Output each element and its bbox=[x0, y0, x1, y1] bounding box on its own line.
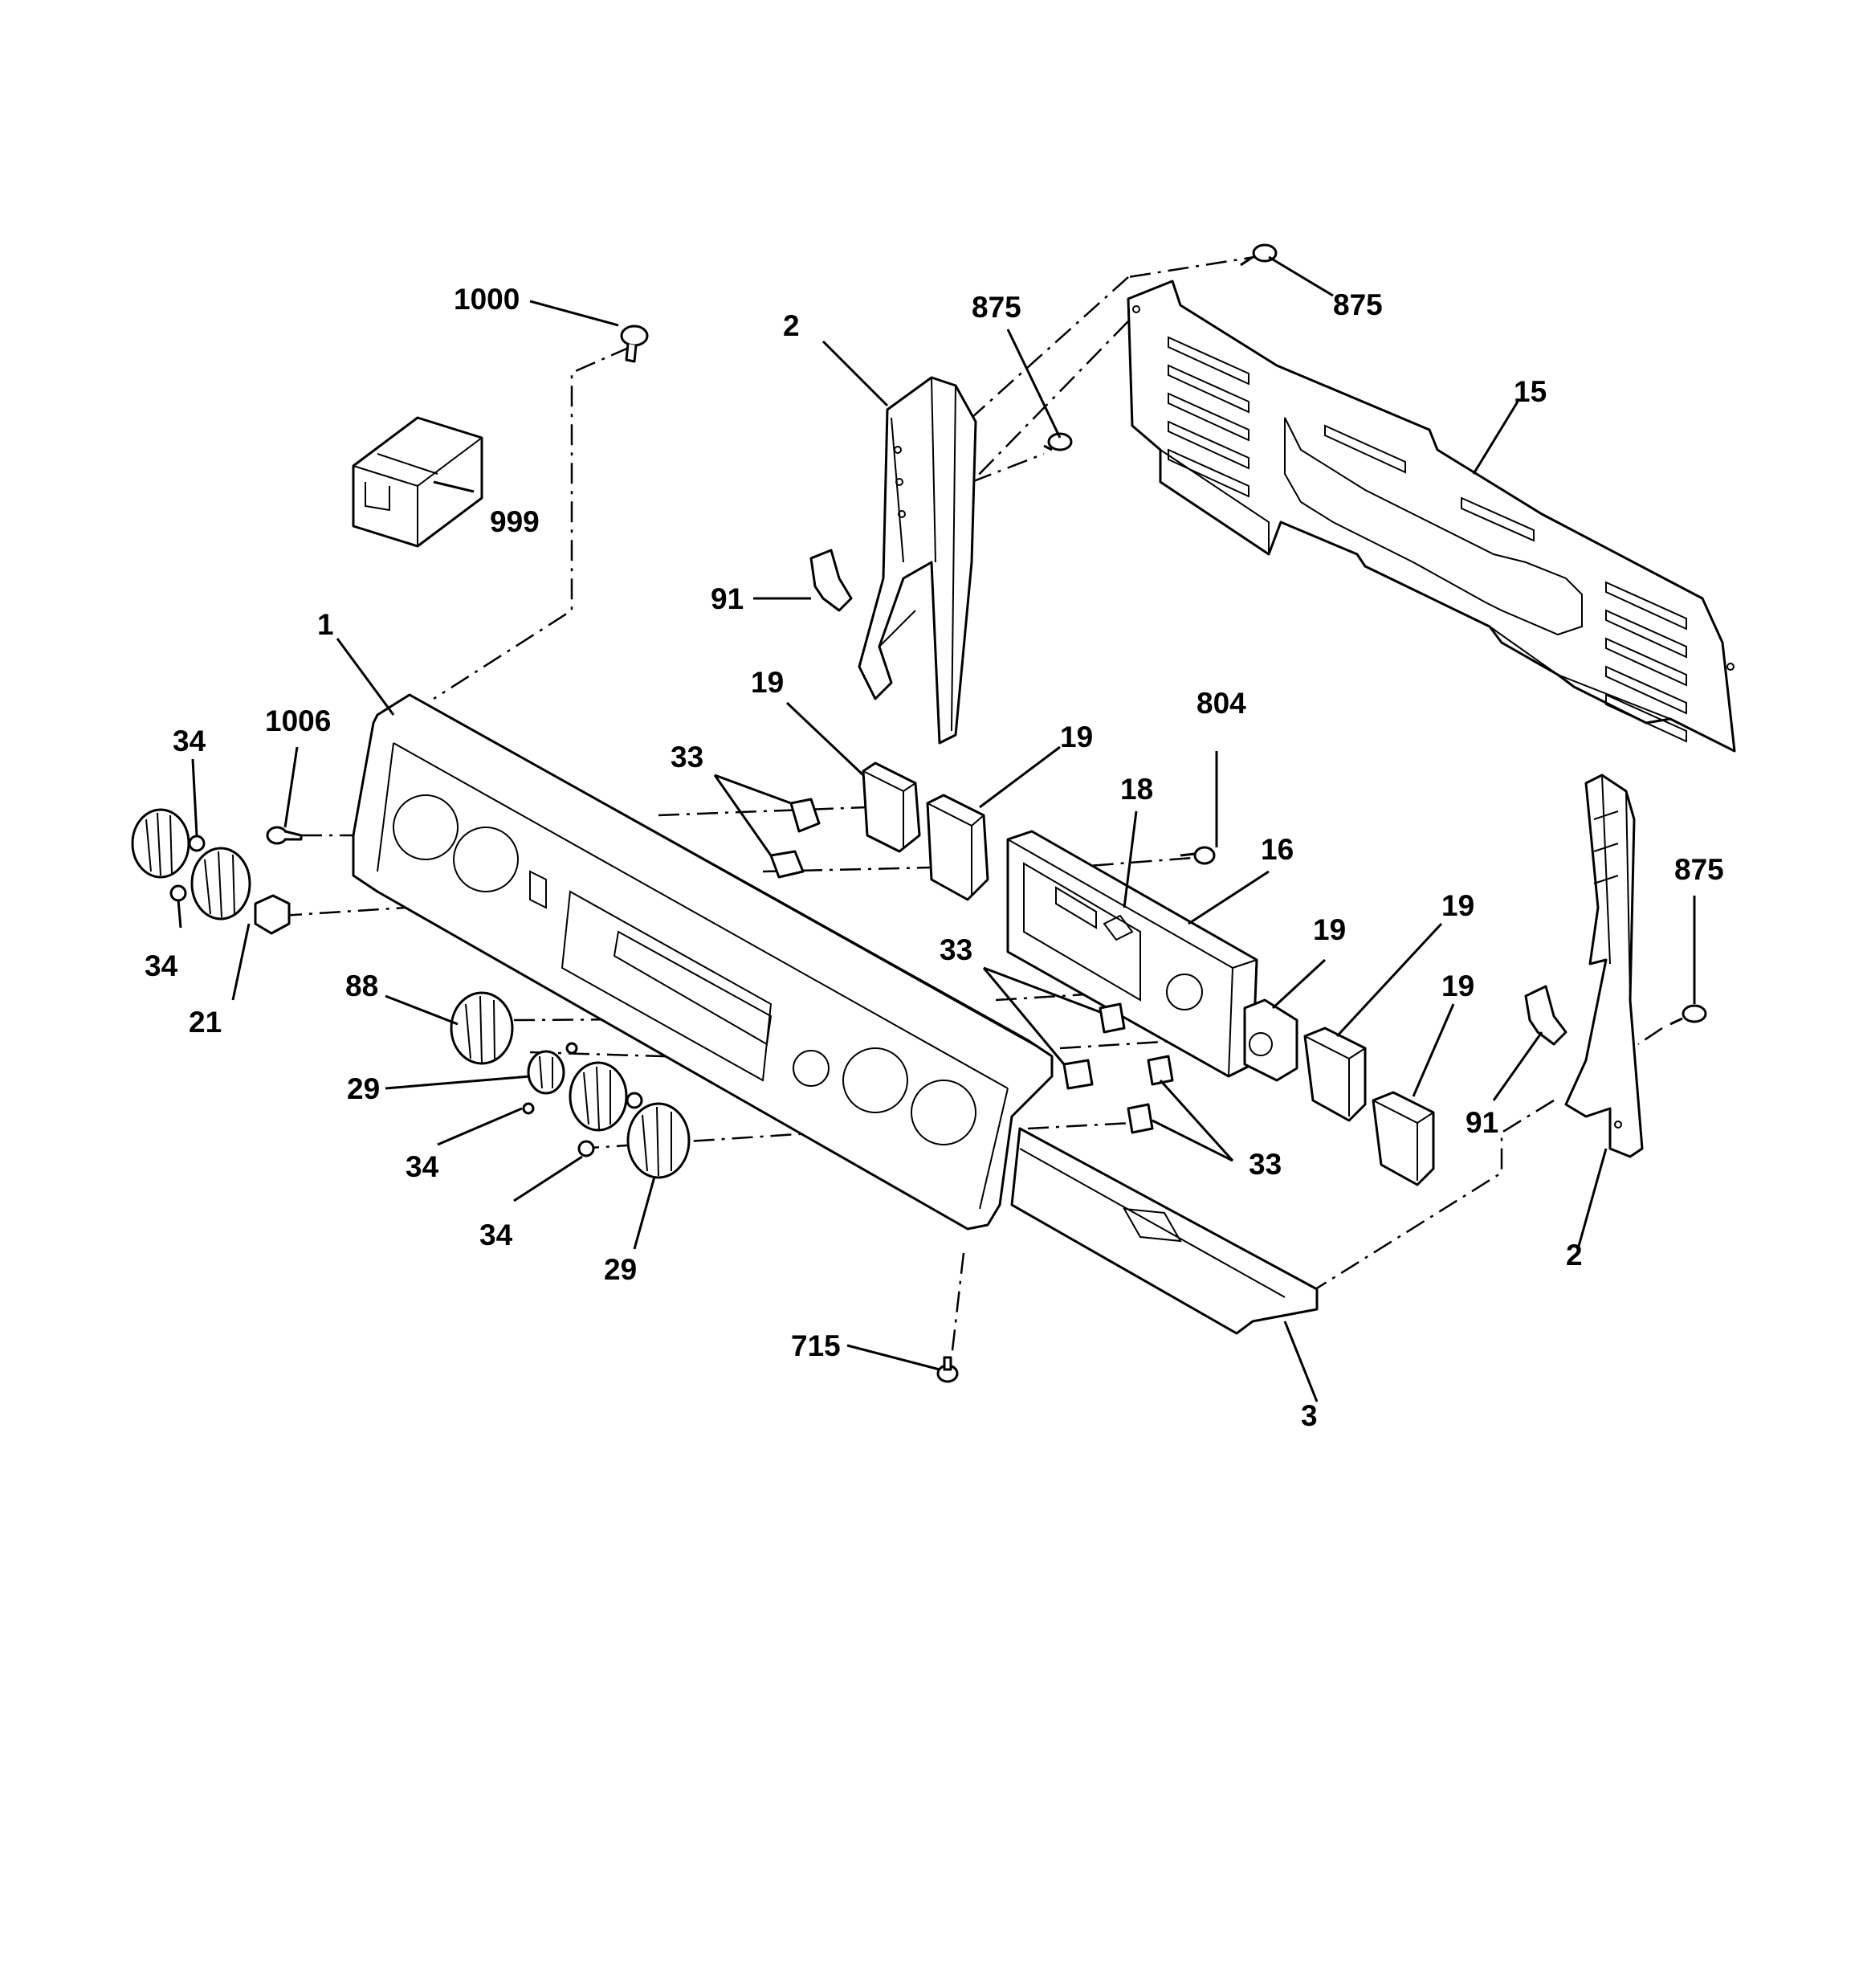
callout-19-c: 19 bbox=[1313, 913, 1346, 946]
knob-left-1 bbox=[131, 808, 190, 879]
callout-21: 21 bbox=[189, 1006, 222, 1039]
screw-804 bbox=[1180, 846, 1216, 865]
control-panel-1 bbox=[352, 693, 1054, 1231]
callout-34-b: 34 bbox=[145, 949, 178, 982]
switch-19-c bbox=[1243, 998, 1298, 1082]
callout-33-mid: 33 bbox=[940, 933, 972, 966]
callout-29-a: 29 bbox=[347, 1072, 380, 1105]
screw-1006 bbox=[266, 826, 303, 845]
knobs bbox=[131, 808, 691, 1179]
callout-1006: 1006 bbox=[265, 704, 331, 737]
callout-34-a: 34 bbox=[173, 725, 206, 757]
spring-clip-34-a bbox=[188, 835, 206, 852]
spring-clip-34-e bbox=[626, 1092, 643, 1109]
switch-19-d bbox=[1303, 1027, 1367, 1122]
knob-88 bbox=[450, 991, 514, 1065]
knob-29-large bbox=[626, 1102, 691, 1179]
callout-91-top: 91 bbox=[711, 582, 744, 615]
spring-clip-34-c bbox=[565, 1042, 578, 1055]
callout-1000: 1000 bbox=[454, 283, 520, 316]
screw-875-b bbox=[1240, 243, 1278, 267]
knob-29-small bbox=[527, 1050, 565, 1095]
control-board-16 bbox=[1006, 830, 1258, 1078]
callout-16: 16 bbox=[1261, 833, 1294, 866]
back-panel-15 bbox=[1127, 280, 1736, 753]
end-cap-right bbox=[1564, 774, 1644, 1158]
callout-1: 1 bbox=[317, 608, 334, 641]
clip-91-right bbox=[1524, 985, 1567, 1046]
callout-999: 999 bbox=[490, 505, 540, 538]
leader-lines bbox=[177, 255, 1696, 1402]
callout-19-e: 19 bbox=[1441, 970, 1474, 1002]
spring-clip-34-b bbox=[169, 884, 187, 902]
switch-19-a bbox=[862, 761, 921, 853]
callout-19-a: 19 bbox=[751, 666, 784, 699]
callout-34-c: 34 bbox=[406, 1150, 439, 1183]
screw-1000 bbox=[620, 325, 649, 363]
end-cap-left bbox=[858, 376, 977, 745]
switch-19-b bbox=[926, 794, 989, 901]
spring-clip-34-d bbox=[522, 1102, 535, 1115]
callout-715: 715 bbox=[791, 1329, 841, 1362]
callout-875-b: 875 bbox=[1333, 288, 1383, 321]
callout-804: 804 bbox=[1196, 687, 1246, 720]
callout-91-right: 91 bbox=[1466, 1106, 1498, 1139]
callout-34-d: 34 bbox=[479, 1219, 513, 1251]
callout-18: 18 bbox=[1120, 773, 1153, 806]
switch-21 bbox=[254, 894, 291, 935]
callout-88: 88 bbox=[345, 970, 378, 1002]
trim-strip-3 bbox=[1010, 1127, 1319, 1335]
callout-2-top: 2 bbox=[783, 309, 800, 342]
knob-left-2 bbox=[190, 847, 251, 921]
part-box-999 bbox=[352, 416, 483, 548]
callout-15: 15 bbox=[1514, 375, 1547, 408]
clip-91-top bbox=[809, 549, 853, 612]
callout-19-d: 19 bbox=[1441, 889, 1474, 922]
callout-29-b: 29 bbox=[604, 1253, 637, 1286]
spring-clip-34-f bbox=[577, 1140, 595, 1157]
screw-875-c bbox=[1669, 1004, 1707, 1026]
clips-33 bbox=[769, 798, 1174, 1134]
callout-19-b: 19 bbox=[1060, 720, 1093, 753]
screw-875-a bbox=[1043, 432, 1073, 451]
knob-center bbox=[569, 1061, 628, 1132]
callout-2-right: 2 bbox=[1566, 1239, 1583, 1272]
screw-715 bbox=[936, 1356, 959, 1383]
switch-19-e bbox=[1372, 1091, 1435, 1186]
callout-875-a: 875 bbox=[972, 291, 1021, 324]
callout-labels: 1000 999 2 875 875 15 91 1 1006 34 34 19… bbox=[145, 283, 1724, 1432]
callout-875-c: 875 bbox=[1674, 853, 1724, 886]
callout-33-bot: 33 bbox=[1249, 1148, 1282, 1181]
callout-3: 3 bbox=[1301, 1399, 1318, 1432]
callout-33-top: 33 bbox=[671, 741, 703, 774]
